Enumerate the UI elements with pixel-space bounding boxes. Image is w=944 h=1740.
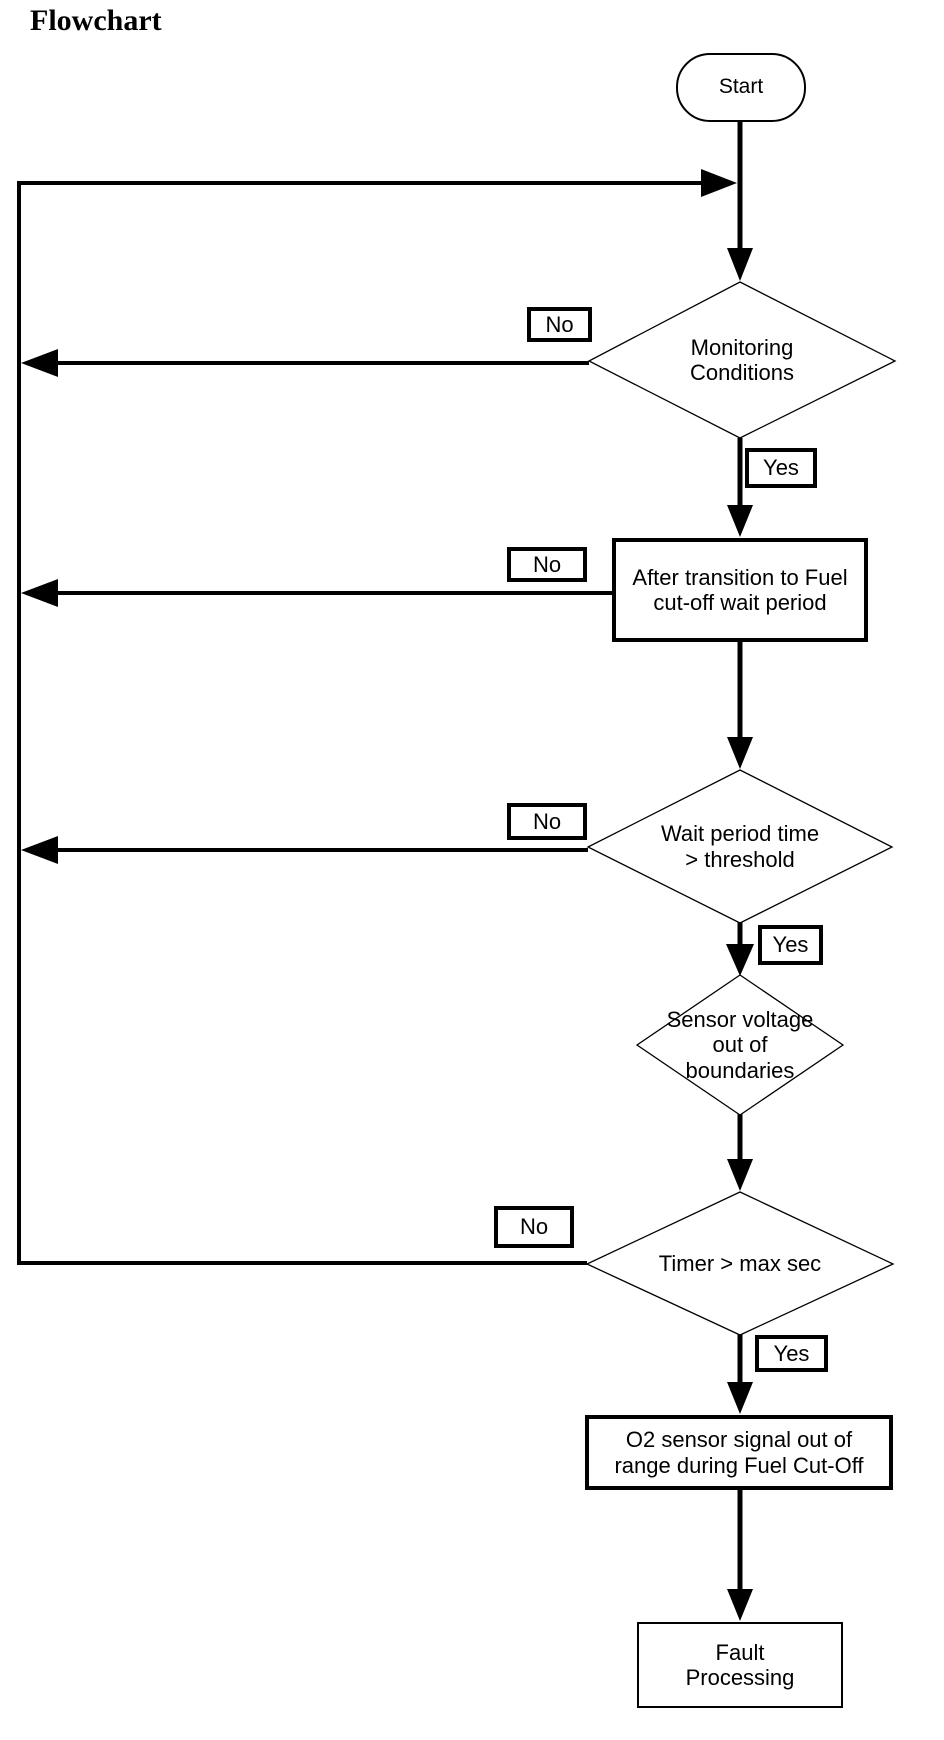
- node-after-transition: After transition to Fuel cut-off wait pe…: [612, 538, 868, 642]
- decision-timer: [585, 1191, 895, 1336]
- branch-yes-wait-period: Yes: [758, 925, 823, 965]
- edge-wait-no-arrowhead-icon: [21, 836, 58, 864]
- branch-yes-monitoring: Yes: [745, 448, 817, 488]
- edge-transition-to-wait-arrowhead-icon: [727, 737, 753, 769]
- decision-sensor-voltage: [635, 974, 845, 1116]
- node-sensor-voltage-label: Sensor voltage out of boundaries: [666, 1007, 814, 1083]
- node-fault-processing: Fault Processing: [637, 1622, 843, 1708]
- edge-wait-yes-arrowhead-icon: [726, 944, 754, 976]
- edge-sensor-to-timer-arrowhead-icon: [727, 1159, 753, 1191]
- edge-monitoring-no-arrowhead-icon: [21, 349, 58, 377]
- decision-wait-period: [586, 769, 894, 924]
- node-start-label: Start: [718, 75, 764, 99]
- branch-no-monitoring: No: [527, 307, 592, 342]
- node-wait-period-label: Wait period time > threshold: [660, 821, 820, 872]
- page-title: Flowchart: [30, 4, 162, 37]
- edge-monitoring-yes-arrowhead-icon: [727, 505, 753, 537]
- branch-no-timer: No: [494, 1206, 574, 1248]
- node-o2-signal-label: O2 sensor signal out of range during Fue…: [614, 1427, 864, 1478]
- node-timer-label: Timer > max sec: [658, 1250, 822, 1276]
- branch-no-wait-period: No: [507, 803, 587, 840]
- node-fault-processing-label: Fault Processing: [685, 1639, 795, 1690]
- edge-transition-no-arrowhead-icon: [21, 579, 58, 607]
- edge-o2-to-fault-arrowhead-icon: [727, 1589, 753, 1621]
- decision-monitoring-conditions: [587, 281, 897, 439]
- node-start: Start: [676, 53, 806, 122]
- branch-yes-timer: Yes: [755, 1335, 828, 1372]
- edge-start-arrowhead-icon: [727, 248, 753, 281]
- node-after-transition-label: After transition to Fuel cut-off wait pe…: [632, 564, 848, 615]
- node-monitoring-conditions-label: Monitoring Conditions: [690, 334, 794, 385]
- return-loop-arrowhead-icon: [701, 169, 737, 197]
- edge-timer-yes-arrowhead-icon: [727, 1382, 753, 1414]
- node-o2-signal: O2 sensor signal out of range during Fue…: [585, 1415, 893, 1490]
- branch-no-after-transition: No: [507, 547, 587, 582]
